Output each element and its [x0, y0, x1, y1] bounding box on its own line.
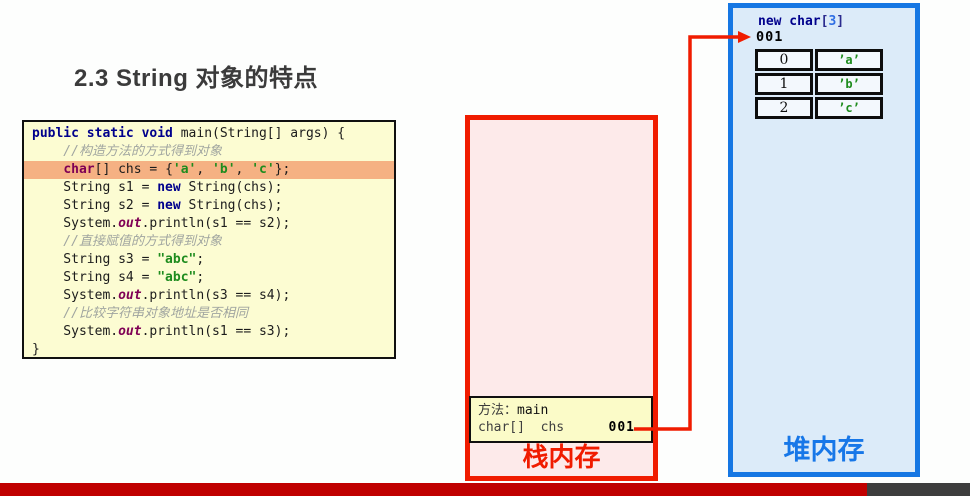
frame-method-line: 方法：main — [478, 402, 651, 419]
array-index-cell: 1 — [755, 73, 813, 95]
array-row: 0’a’ — [755, 49, 883, 71]
code-line: //构造方法的方式得到对象 — [32, 144, 222, 159]
array-index-cell: 0 — [755, 49, 813, 71]
frame-method-name: main — [517, 403, 549, 418]
array-index-cell: 2 — [755, 97, 813, 119]
code-line: System.out.println(s3 == s4); — [32, 288, 291, 303]
footer-bar-red — [0, 483, 867, 496]
code-line: String s4 = "abc"; — [32, 270, 205, 285]
heap-array-table: 0’a’1’b’2’c’ — [753, 47, 885, 121]
code-line: String s3 = "abc"; — [32, 252, 205, 267]
code-line: char[] chs = {'a', 'b', 'c'}; — [24, 161, 394, 179]
code-block: public static void main(String[] args) {… — [22, 120, 396, 359]
array-size: 3 — [828, 14, 837, 29]
footer-bar-gray — [867, 483, 970, 496]
stack-memory-box: 方法：main char[] chs 001 栈内存 — [465, 115, 658, 481]
heap-address: 001 — [756, 29, 784, 45]
code-line: //比较字符串对象地址是否相同 — [32, 306, 248, 321]
heap-allocation-expr: new char[3] — [758, 14, 844, 29]
code-line: System.out.println(s1 == s2); — [32, 216, 291, 231]
frame-variable-value: 001 — [608, 420, 635, 435]
code-line: //直接赋值的方式得到对象 — [32, 234, 222, 249]
page-title: 2.3 String 对象的特点 — [74, 65, 319, 92]
heap-memory-label: 堆内存 — [783, 435, 865, 465]
array-value-cell: ’a’ — [815, 49, 883, 71]
code-line: String s1 = new String(chs); — [32, 180, 283, 195]
frame-variable-decl: char[] chs — [478, 420, 565, 435]
frame-variable-line: char[] chs 001 — [478, 419, 651, 436]
frame-method-label: 方法： — [478, 403, 518, 418]
array-value-cell: ’b’ — [815, 73, 883, 95]
array-value-cell: ’c’ — [815, 97, 883, 119]
heap-memory-box: new char[3] 001 0’a’1’b’2’c’ 堆内存 — [728, 3, 920, 477]
code-line: System.out.println(s1 == s3); — [32, 324, 291, 339]
bracket-open: [ — [820, 14, 829, 29]
array-row: 2’c’ — [755, 97, 883, 119]
stack-memory-label: 栈内存 — [522, 442, 601, 472]
code-line: String s2 = new String(chs); — [32, 198, 283, 213]
code-line: public static void main(String[] args) { — [32, 126, 346, 141]
stack-frame: 方法：main char[] chs 001 — [469, 396, 653, 443]
code-line: } — [32, 342, 40, 357]
array-row: 1’b’ — [755, 73, 883, 95]
new-char-keyword: new char — [758, 14, 821, 29]
bracket-close: ] — [836, 14, 845, 29]
